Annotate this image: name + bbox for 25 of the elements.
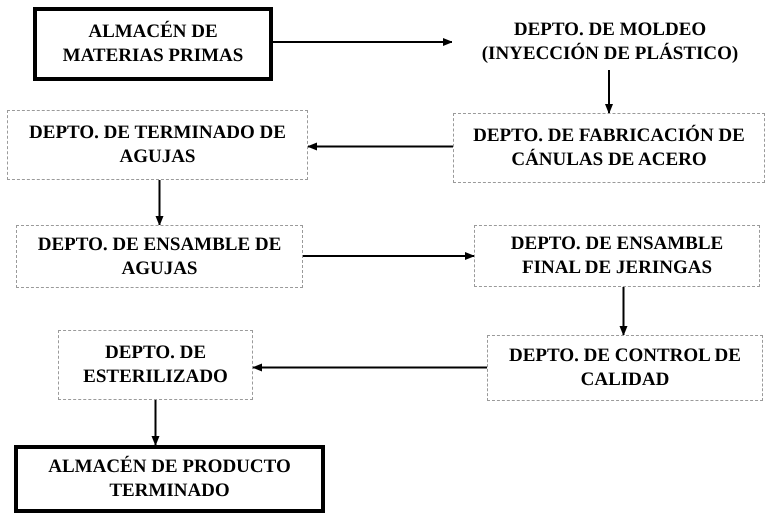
process-box [474, 225, 760, 287]
box-label: DEPTO. DE ESTERILIZADO [82, 341, 229, 389]
arrow [303, 252, 475, 260]
box-label: DEPTO. DE MOLDEO (INYECCIÓN DE PLÁSTICO) [480, 18, 740, 66]
arrow [307, 142, 453, 150]
process-box [33, 7, 273, 81]
arrow [273, 38, 453, 46]
box-label: DEPTO. DE TERMINADO DE AGUJAS [28, 121, 287, 169]
process-box [16, 225, 303, 288]
arrow [620, 287, 628, 336]
process-box [7, 110, 308, 180]
arrow [252, 364, 487, 372]
box-label: ALMACÉN DE PRODUCTO TERMINADO [47, 455, 292, 503]
process-box [14, 445, 325, 513]
arrow [156, 180, 164, 226]
arrow [152, 400, 160, 446]
box-label: DEPTO. DE CONTROL DE CALIDAD [508, 344, 742, 392]
process-box [453, 113, 765, 183]
arrow [605, 70, 613, 114]
box-label: DEPTO. DE FABRICACIÓN DE CÁNULAS DE ACERO [472, 124, 746, 172]
box-label: DEPTO. DE ENSAMBLE FINAL DE JERINGAS [510, 232, 724, 280]
process-box [487, 335, 763, 401]
process-box [58, 330, 253, 400]
box-label: ALMACÉN DE MATERIAS PRIMAS [62, 20, 244, 68]
box-label: DEPTO. DE ENSAMBLE DE AGUJAS [36, 232, 282, 280]
